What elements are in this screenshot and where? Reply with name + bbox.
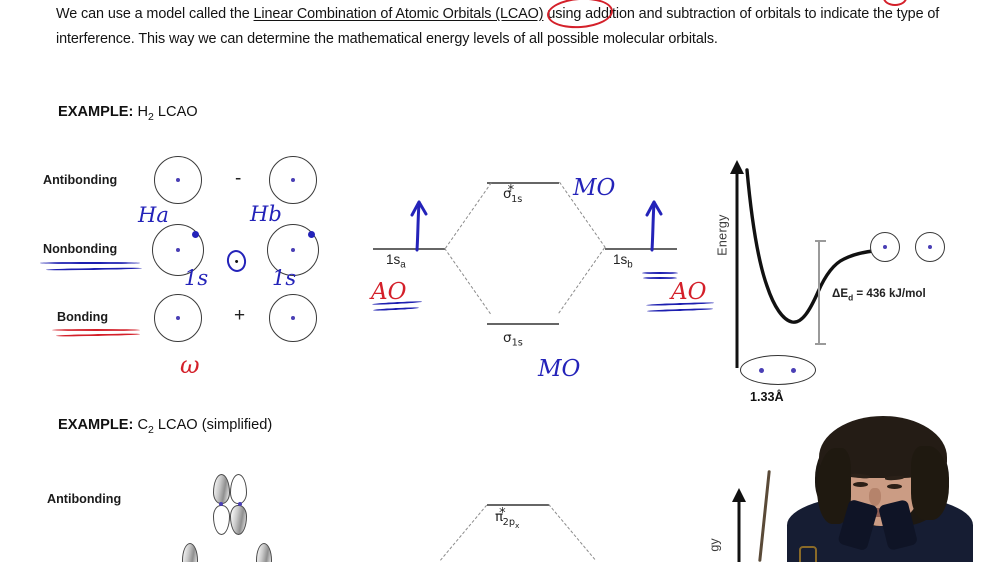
nucleus-dot-left	[759, 368, 764, 373]
example-1-prefix: EXAMPLE:	[58, 104, 134, 120]
example-2-prefix: EXAMPLE:	[58, 417, 134, 433]
p-lobe-upper-left	[213, 474, 230, 504]
mo-dash-2-right	[548, 504, 596, 560]
mo-label-sigma-star: σ*1s	[503, 183, 523, 205]
potential-energy-chart: Energy ΔEd = 436 kJ/mol 1.33Å	[700, 150, 960, 405]
operator-minus: -	[235, 168, 242, 189]
label-antibonding: Antibonding	[43, 173, 118, 187]
morse-curve	[745, 168, 894, 324]
electron-dot-hb	[308, 231, 315, 238]
presenter-hair-right	[911, 446, 949, 520]
handwriting-omega: ω	[180, 351, 200, 379]
example-2-formula: C2 LCAO (simplified)	[137, 417, 273, 436]
handwriting-1s-left: 1s	[184, 266, 209, 290]
p-node-dot-right	[238, 502, 242, 506]
s-orbital-nonbonding-right	[267, 224, 319, 276]
nonbonding-underline-1	[40, 262, 140, 264]
p-lobe-lower-left	[213, 505, 230, 535]
mo-label-1sb: 1sb	[613, 252, 633, 271]
mo-dash-right-down	[558, 247, 605, 314]
energy-axis-2-label: gy	[707, 538, 722, 552]
dissociation-energy-bar	[815, 240, 826, 345]
ao-right-underline-top-1	[642, 272, 678, 274]
example-2-heading: EXAMPLE: C2 LCAO (simplified)	[58, 417, 272, 436]
presenter-badge	[799, 546, 817, 562]
separated-atom-left	[870, 232, 900, 262]
ao-left-underline-2	[372, 306, 420, 312]
handwriting-h-b: Hb	[250, 202, 282, 226]
p-lobe-lower-separate-right	[256, 543, 272, 562]
label-bonding: Bonding	[57, 310, 109, 324]
presenter-eye-right	[887, 484, 902, 489]
mo-label-1sa: 1sa	[386, 252, 406, 271]
handwriting-mo-top: MO	[573, 175, 616, 201]
mo-dash-2-left	[440, 504, 488, 561]
intro-underlined-term: Linear Combination of Atomic Orbitals (L…	[253, 6, 544, 22]
mo-dash-left-up	[445, 182, 492, 249]
example-1-heading: EXAMPLE: H2 LCAO	[58, 104, 198, 123]
ao-right-underline-top-2	[643, 277, 677, 279]
p-node-dot-left	[219, 502, 223, 506]
nucleus-dot-right	[791, 368, 796, 373]
mo-label-sigma: σ1s	[503, 330, 523, 349]
electron-arrow-right	[645, 200, 663, 252]
s-orbital-bonding-left	[154, 294, 202, 342]
mo-label-pi-star: π*2px	[495, 506, 520, 530]
label-antibonding-2: Antibonding	[47, 492, 122, 506]
bonding-underline-2	[55, 333, 141, 337]
handwriting-mo-bottom: MO	[538, 356, 581, 382]
s-orbital-antibonding-right	[269, 156, 317, 204]
intro-paragraph: We can use a model called the Linear Com…	[56, 2, 956, 52]
intro-text-part1: We can use a model called the	[56, 6, 254, 22]
mo-level-1sa	[373, 248, 445, 250]
h2-molecule-ellipse	[740, 355, 816, 385]
mo-level-sigma	[487, 323, 559, 325]
bond-length-label: 1.33Å	[750, 390, 784, 404]
handwriting-ao-left: AO	[371, 279, 407, 305]
circled-electron-annotation	[224, 248, 249, 274]
operator-plus: +	[234, 305, 246, 326]
energy-axis-label: Energy	[715, 214, 730, 256]
energy-axis-2	[732, 488, 746, 562]
presenter-eye-left	[853, 482, 868, 487]
handwriting-ao-right: AO	[671, 279, 707, 305]
p-lobe-lower-right	[230, 505, 247, 535]
cable-shape	[758, 470, 771, 562]
s-orbital-bonding-right	[269, 294, 317, 342]
intro-text-part2: using addition and subtraction of orbita…	[56, 6, 940, 47]
handwriting-1s-right: 1s	[272, 266, 297, 290]
bonding-underline-1	[52, 329, 140, 331]
example-1-formula: H2 LCAO	[137, 104, 198, 123]
mo-level-sigma-star	[487, 182, 559, 184]
mo-level-1sb	[605, 248, 677, 250]
electron-dot-ha	[192, 231, 199, 238]
webcam-overlay	[757, 408, 1000, 562]
separated-atom-right	[915, 232, 945, 262]
p-lobe-upper-right	[230, 474, 247, 504]
energy-axis	[730, 160, 744, 368]
electron-arrow-left	[410, 200, 428, 252]
handwriting-h-a: Ha	[138, 203, 169, 227]
mo-dash-left-down	[444, 248, 491, 315]
dissociation-energy-label: ΔEd = 436 kJ/mol	[832, 287, 926, 303]
s-orbital-nonbonding-left	[152, 224, 204, 276]
presenter-nose	[869, 488, 881, 506]
mo-level-pi-star	[487, 504, 549, 506]
s-orbital-antibonding-left	[154, 156, 202, 204]
nonbonding-underline-2	[45, 267, 143, 271]
p-lobe-lower-separate-left	[182, 543, 198, 562]
label-nonbonding: Nonbonding	[43, 242, 118, 256]
